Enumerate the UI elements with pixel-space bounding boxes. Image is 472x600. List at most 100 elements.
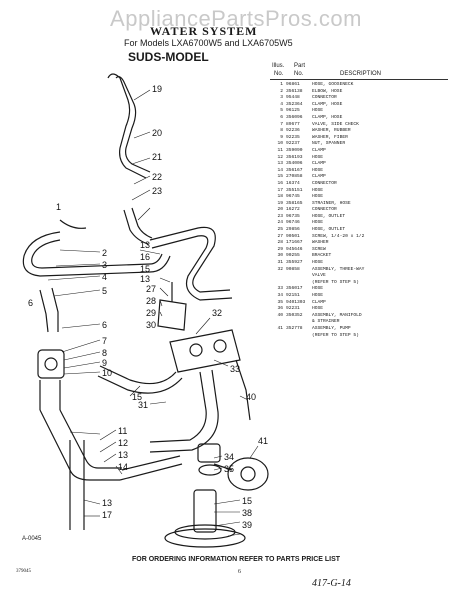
illus-number: 12 <box>277 154 283 160</box>
part-description: SCREW, 1/4-20 x 1/2 <box>312 233 365 239</box>
callout-31: 31 <box>138 400 148 410</box>
callout-2: 2 <box>102 248 107 258</box>
part-description: STRAINER, HOSE <box>312 200 351 206</box>
bracket <box>157 299 187 331</box>
illus-number: 8 <box>280 128 283 134</box>
illus-number: 19 <box>277 200 283 206</box>
illus-number: 1 <box>280 82 283 87</box>
callout-13-b: 13 <box>140 274 150 284</box>
parts-row: (REFER TO STEP 5) <box>270 280 450 287</box>
part-description: HOSE, GOOSENECK <box>312 82 354 87</box>
header-no2: No. <box>294 71 304 77</box>
callout-27: 27 <box>146 284 156 294</box>
callout-41: 41 <box>258 436 268 446</box>
part-number: 92236 <box>286 128 300 134</box>
callout-15-c: 15 <box>242 496 252 506</box>
illus-number: 6 <box>280 114 283 120</box>
part-description: HOSE <box>312 286 324 292</box>
part-number: 96745 <box>286 194 300 200</box>
part-number: 356017 <box>286 286 303 292</box>
part-number: 356167 <box>286 167 303 173</box>
part-description: CONNECTOR <box>312 207 337 213</box>
illus-number: 35 <box>277 299 283 305</box>
part-description: HOSE <box>312 187 324 193</box>
illus-number: 14 <box>277 167 283 173</box>
pump-assembly <box>227 457 269 491</box>
callout-14: 14 <box>118 462 128 472</box>
part-description: CLAMP, HOSE <box>312 101 343 107</box>
part-description: HOSE <box>312 154 324 160</box>
part-number: 356096 <box>286 114 303 120</box>
part-number: 89677 <box>286 121 300 127</box>
part-description: HOSE, OUTLET <box>312 227 346 233</box>
part-description: WASHER, RUBBER <box>312 128 351 134</box>
illus-number: 32 <box>277 266 283 272</box>
hose-15 <box>99 365 177 385</box>
callout-11: 11 <box>118 426 127 436</box>
callout-1: 1 <box>56 202 61 212</box>
illus-number: 28 <box>277 240 283 246</box>
part-description: HOSE <box>312 194 324 200</box>
part-number: 96735 <box>286 213 300 219</box>
callout-21: 21 <box>152 152 162 162</box>
callout-15-a: 15 <box>140 264 150 274</box>
part-description: SCREW <box>312 246 326 252</box>
part-description: & STRAINER <box>312 319 340 325</box>
part-description: ASSEMBLY, MANIFOLD <box>312 312 362 318</box>
part-number: 945646 <box>286 246 303 252</box>
callout-9: 9 <box>102 358 107 368</box>
illus-number: 36 <box>277 306 283 312</box>
part-description: (REFER TO STEP 5) <box>312 279 359 285</box>
callout-12: 12 <box>118 438 128 448</box>
part-description: WASHER <box>312 240 329 246</box>
page-number: 6 <box>238 569 241 575</box>
illus-number: 25 <box>277 227 283 233</box>
header-part: Part <box>294 63 306 69</box>
part-number: 355151 <box>286 187 303 193</box>
callout-17: 17 <box>102 510 112 520</box>
part-number: 96861 <box>286 82 300 87</box>
callout-13-d: 13 <box>102 498 112 508</box>
illus-number: 3 <box>280 95 283 101</box>
part-number: 358165 <box>286 200 303 206</box>
illus-number: 34 <box>277 293 283 298</box>
part-number: 96746 <box>286 220 300 226</box>
part-description: WASHER, FIBER <box>312 134 348 140</box>
illus-number: 15 <box>277 174 283 180</box>
side-check-valve <box>37 349 65 379</box>
part-description: CLAMP, HOSE <box>312 114 343 120</box>
manifold <box>197 443 221 463</box>
part-description: HOSE <box>312 108 324 114</box>
illus-number: 9 <box>280 134 283 140</box>
part-description: ASSEMBLY, THREE-WAY <box>312 266 365 272</box>
callout-19: 19 <box>152 84 162 94</box>
callout-23: 23 <box>152 186 162 196</box>
part-number <box>286 319 312 326</box>
part-number <box>286 273 312 280</box>
handwritten-code: 417-G-14 <box>312 578 351 589</box>
part-number: 16272 <box>286 207 300 213</box>
part-number: 352778 <box>286 325 303 331</box>
header-rule <box>270 79 448 80</box>
watermark: AppliancePartsPros.com <box>110 6 362 31</box>
header-description: DESCRIPTION <box>340 71 382 77</box>
part-number: 354006 <box>286 161 303 167</box>
illus-number: 18 <box>277 194 283 200</box>
part-number: 9401303 <box>286 299 306 305</box>
model-subtitle: For Models LXA6700W5 and LXA6705W5 <box>124 38 293 48</box>
callout-4: 4 <box>102 272 107 282</box>
part-description: HOSE <box>312 167 324 173</box>
part-number: 355927 <box>286 260 303 266</box>
